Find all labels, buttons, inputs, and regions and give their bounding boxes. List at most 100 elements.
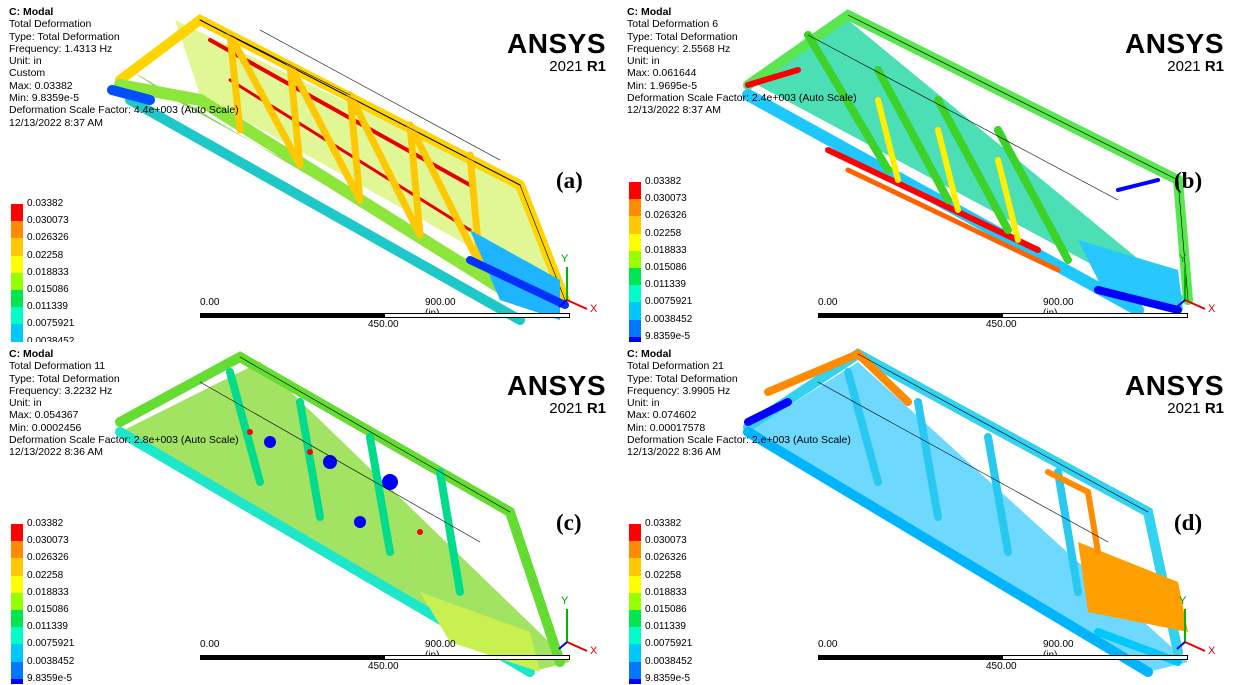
legend-value: 0.030073 (27, 215, 69, 227)
legend-swatch (629, 199, 641, 217)
info-line: Type: Total Deformation (627, 372, 738, 385)
legend-value: 0.0075921 (27, 318, 75, 330)
logo-name: ANSYS (507, 370, 606, 401)
info-line: Max: 0.03382 (9, 79, 73, 92)
scale-start: 0.00 (200, 639, 220, 650)
legend-value: 0.0038452 (645, 313, 693, 325)
info-line: Unit: in (627, 397, 660, 410)
scale-bar-graphic (200, 313, 570, 318)
info-title: C: Modal (9, 6, 54, 18)
legend-swatch (629, 216, 641, 234)
triad-icon (1176, 267, 1206, 310)
logo-name: ANSYS (507, 28, 606, 59)
legend-swatch (11, 524, 23, 542)
legend-value: 0.026326 (27, 552, 69, 564)
legend-swatch (629, 644, 641, 662)
bridge-mesh-view[interactable] (0, 0, 618, 342)
legend-value: 0.015086 (27, 603, 69, 615)
legend-value: 0.015086 (27, 283, 69, 295)
info-line: Deformation Scale Factor: 2.4e+003 (Auto… (627, 92, 857, 105)
legend-value: 0.02258 (27, 249, 64, 261)
logo-version-year: 2021 (1167, 58, 1201, 75)
triad-icon (1176, 609, 1206, 652)
info-line: Frequency: 3.9905 Hz (627, 384, 731, 397)
bridge-mesh-view[interactable] (618, 0, 1236, 342)
legend-swatch (629, 558, 641, 576)
info-line: Type: Total Deformation (627, 30, 738, 43)
info-line: Total Deformation 6 (627, 18, 719, 31)
legend-swatch (629, 182, 641, 200)
logo-version: 2021 R1 (1125, 401, 1224, 417)
legend-value: 0.030073 (27, 535, 69, 547)
bridge-mesh-view[interactable] (618, 342, 1236, 684)
legend-swatch (629, 661, 641, 679)
legend-swatch (11, 592, 23, 610)
bridge-mesh-view[interactable] (0, 342, 618, 684)
logo-name: ANSYS (1125, 370, 1224, 401)
info-line: Frequency: 3.2232 Hz (9, 384, 113, 397)
panel-label: (b) (1174, 168, 1203, 193)
legend-value: 0.011339 (27, 621, 68, 633)
triad-y-label: Y (1179, 253, 1187, 265)
info-line: Unit: in (9, 397, 42, 410)
info-line: 12/13/2022 8:37 AM (9, 116, 103, 129)
logo-version-year: 2021 (1167, 400, 1201, 417)
legend-swatch (11, 238, 23, 256)
legend-swatch (11, 558, 23, 576)
legend-value: 0.0075921 (645, 296, 693, 308)
legend-swatch (11, 575, 23, 593)
legend-swatch (11, 661, 23, 679)
info-title: C: Modal (627, 6, 672, 18)
triad-icon (558, 267, 588, 310)
info-line: Max: 0.061644 (627, 67, 697, 80)
panel-label: (a) (556, 168, 583, 193)
scale-mid: 450.00 (368, 661, 399, 672)
legend-swatch (11, 289, 23, 308)
legend-value: 0.03382 (27, 198, 64, 209)
legend-swatch (11, 541, 23, 559)
scale-bar-graphic (818, 655, 1188, 660)
triad-x-label: X (590, 303, 598, 315)
info-line: Unit: in (9, 55, 42, 68)
legend-value: 9.8359e-5 (645, 672, 691, 684)
logo-release: R1 (1204, 58, 1224, 75)
scale-start: 0.00 (818, 639, 838, 650)
info-line: Frequency: 2.5568 Hz (627, 42, 731, 55)
info-line: Total Deformation (9, 18, 92, 31)
info-line: Deformation Scale Factor: 2.8e+003 (Auto… (9, 434, 239, 447)
scale-mid: 450.00 (986, 319, 1017, 330)
legend-swatch (629, 575, 641, 593)
legend-value: 0.015086 (645, 603, 687, 615)
info-line: Unit: in (627, 55, 660, 68)
logo-release: R1 (586, 400, 606, 417)
triad-x-label: X (1208, 645, 1216, 657)
triad-y-label: Y (1179, 595, 1187, 607)
logo-version: 2021 R1 (507, 401, 606, 417)
info-line: Total Deformation 21 (627, 360, 724, 373)
legend-swatch (629, 524, 641, 542)
legend-swatch (629, 302, 641, 320)
legend-value: 0.03382 (645, 176, 682, 187)
scale-bar-graphic (200, 655, 570, 660)
legend-swatch (11, 627, 23, 645)
legend-value: 0.018833 (645, 244, 687, 256)
legend-value: 0.018833 (27, 586, 69, 598)
logo-version: 2021 R1 (507, 59, 606, 75)
triad-y-label: Y (561, 253, 569, 265)
legend-value: 0.0075921 (645, 638, 693, 650)
info-line: Type: Total Deformation (9, 372, 120, 385)
logo-version-year: 2021 (549, 58, 583, 75)
legend-swatch (11, 609, 23, 628)
